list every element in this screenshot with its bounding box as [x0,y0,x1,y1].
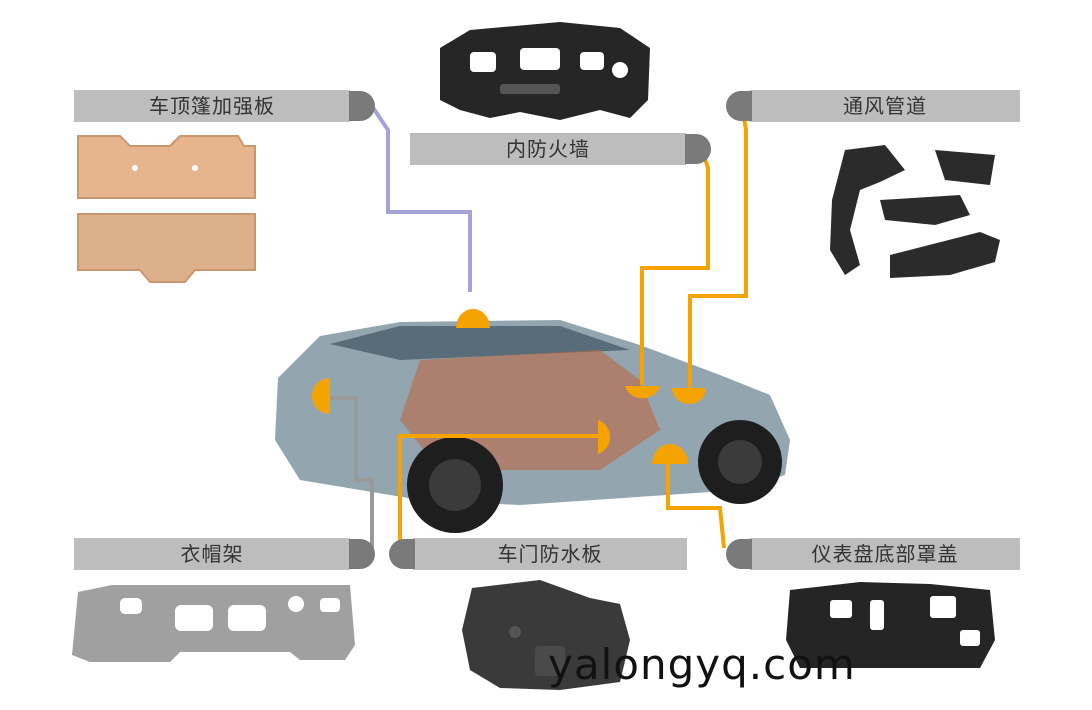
marker-roof [456,308,490,328]
label-roof: 车顶篷加强板 [74,90,350,122]
label-duct-tab [726,91,752,121]
marker-firewall [625,386,660,399]
label-dash-cover: 仪表盘底部罩盖 [750,538,1020,570]
roof-panel-image [77,135,256,283]
label-parcel-shelf: 衣帽架 [74,538,350,570]
car-image [275,320,790,533]
watermark: yalongyq.com [548,640,856,689]
label-dash-cover-tab [726,539,752,569]
connector-lines [330,104,748,549]
label-parcel-shelf-tab [349,539,375,569]
firewall-part-image [440,22,650,120]
label-duct: 通风管道 [750,90,1020,122]
callout-markers [312,308,706,464]
label-firewall: 内防火墙 [410,133,686,165]
parcel-shelf-image [72,585,355,662]
duct-part-image [830,145,1000,278]
label-door-tab [389,539,415,569]
marker-dash-cover [652,444,688,464]
label-roof-tab [349,91,375,121]
door-panel-image [462,580,630,690]
marker-door [598,420,611,454]
marker-parcel-shelf [312,378,330,414]
label-door: 车门防水板 [413,538,687,570]
marker-duct [672,388,706,404]
dash-cover-image [786,582,995,668]
label-firewall-tab [685,134,711,164]
